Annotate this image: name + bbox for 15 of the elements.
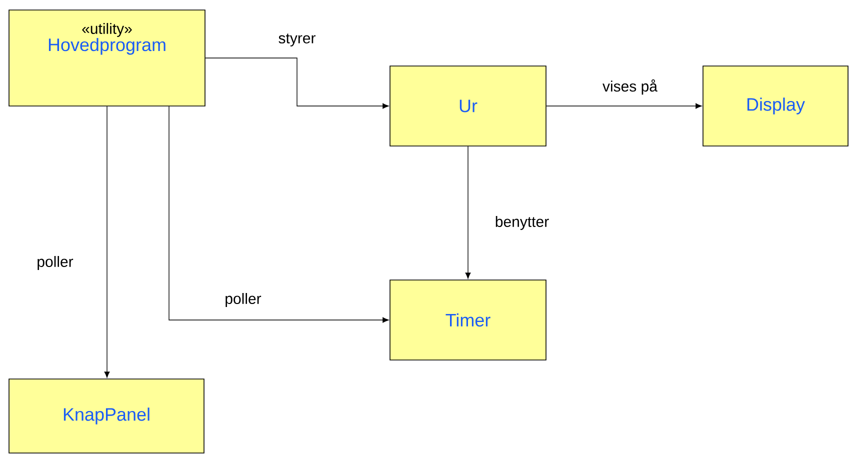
- edge-label: vises på: [602, 78, 659, 96]
- arrow: [168, 106, 389, 323]
- edge-label: benytter: [494, 215, 550, 231]
- edge-label: styrer: [277, 32, 317, 48]
- edge-label: poller: [36, 255, 74, 271]
- arrow: [205, 58, 389, 109]
- class-box: Ur: [390, 66, 546, 146]
- arrow: [465, 146, 471, 279]
- class-box: «utility» Hovedprogram: [8, 10, 206, 106]
- class-box: Display: [702, 66, 848, 146]
- arrow: [546, 103, 702, 109]
- class-box: KnapPanel: [8, 378, 204, 454]
- arrow: [104, 106, 110, 378]
- edge-label: poller: [224, 292, 262, 308]
- class-box: Timer: [390, 280, 546, 360]
